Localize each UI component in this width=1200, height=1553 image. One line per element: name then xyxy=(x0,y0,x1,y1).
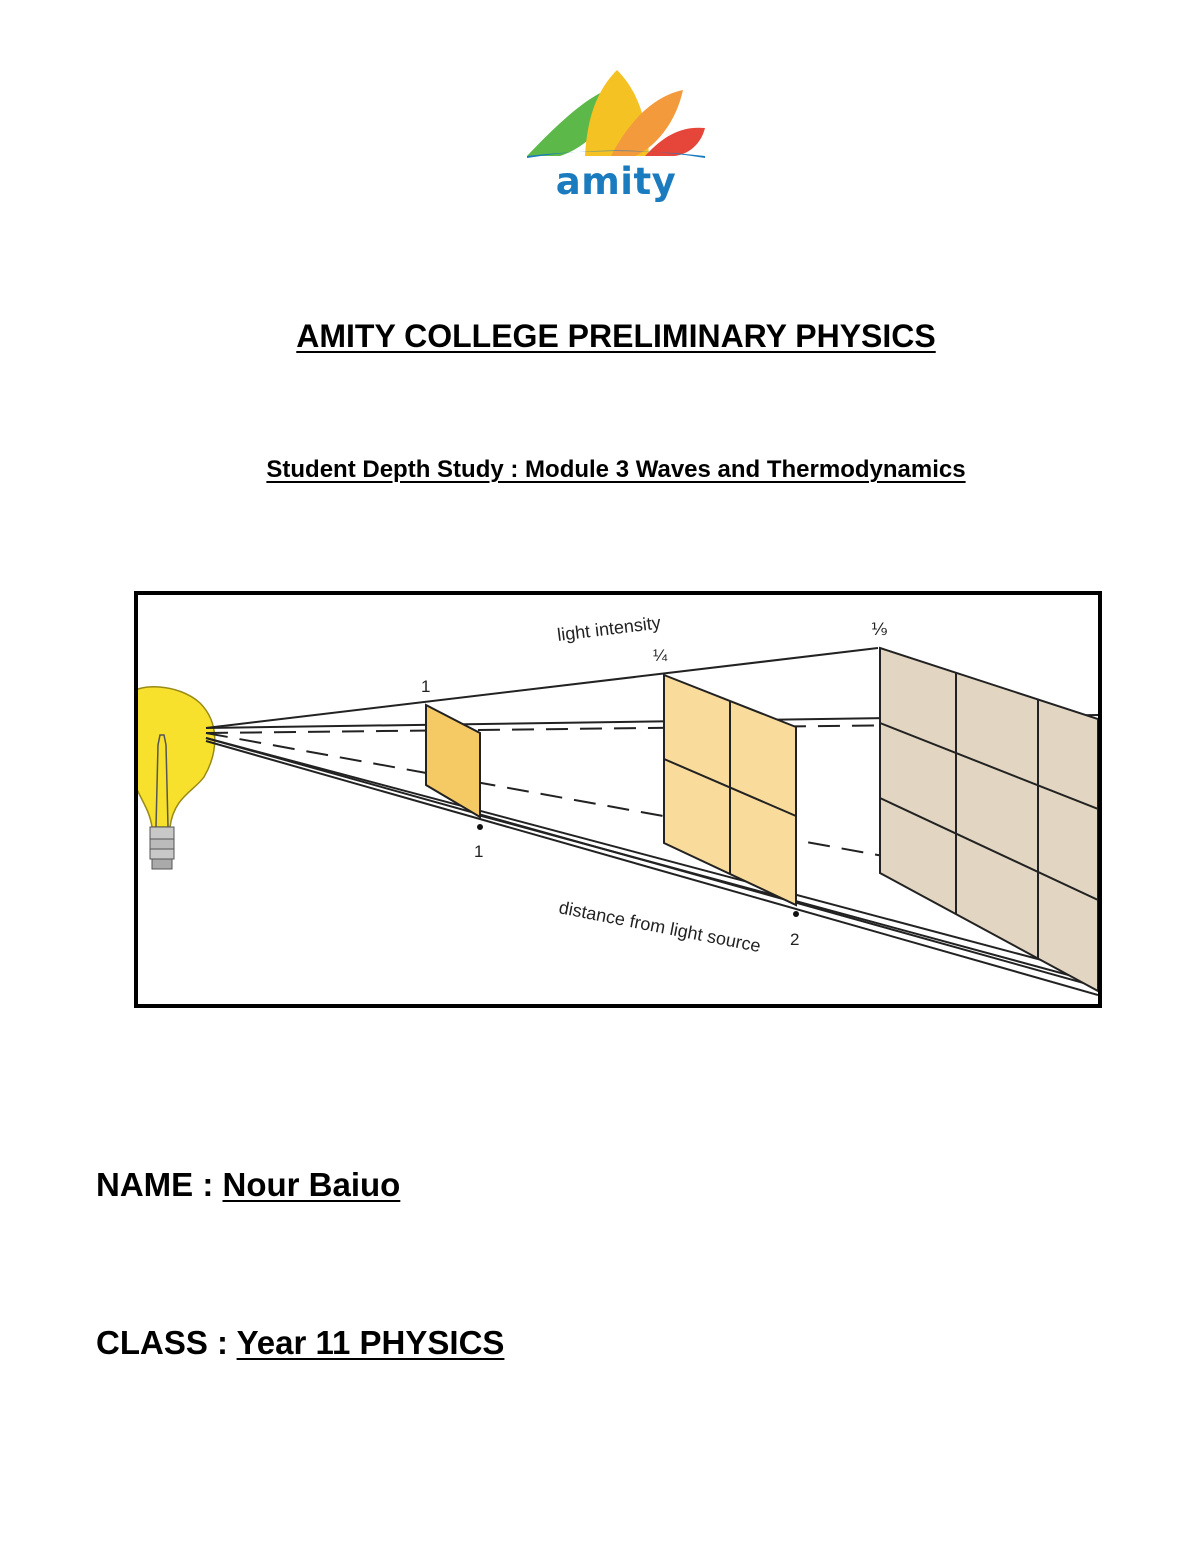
intensity-panel-2 xyxy=(663,673,797,907)
inverse-square-law-figure: light intensity 1 ¼ ⅑ 1 2 distance from … xyxy=(134,591,1102,1008)
light-bulb-icon xyxy=(138,686,216,870)
class-label: CLASS : xyxy=(96,1324,228,1361)
name-value: Nour Baiuo xyxy=(222,1166,401,1203)
distance-value-1: 1 xyxy=(474,842,483,861)
intensity-panel-3 xyxy=(879,646,1098,993)
student-class-row: CLASS : Year 11 PHYSICS xyxy=(96,1324,504,1362)
name-label: NAME : xyxy=(96,1166,214,1203)
intensity-value-1: 1 xyxy=(421,677,430,696)
page-subtitle: Student Depth Study : Module 3 Waves and… xyxy=(266,456,966,483)
student-name-row: NAME : Nour Baiuo xyxy=(96,1166,400,1204)
class-value: Year 11 PHYSICS xyxy=(236,1324,505,1361)
page-title: AMITY COLLEGE PRELIMINARY PHYSICS xyxy=(296,318,936,354)
distance-axis-label: distance from light source xyxy=(557,897,762,956)
intensity-value-2: ¼ xyxy=(653,646,668,665)
lotus-icon xyxy=(527,70,705,158)
logo-wordmark: amity xyxy=(555,160,677,203)
distance-value-2: 2 xyxy=(790,930,799,949)
intensity-panel-1 xyxy=(425,703,481,819)
intensity-axis-label: light intensity xyxy=(556,612,662,645)
amity-logo: amity xyxy=(525,68,707,213)
intensity-value-3: ⅑ xyxy=(871,620,887,639)
